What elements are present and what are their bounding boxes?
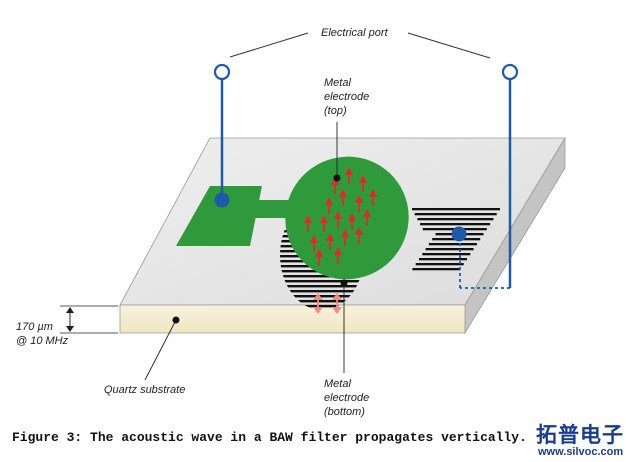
pink-arrow-right <box>332 293 342 314</box>
bottom-electrode-leader-dot <box>340 279 348 287</box>
bottom-electrode-label-line2: electrode <box>324 392 369 404</box>
red-wave-arrow <box>310 235 318 252</box>
bottom-electrode-stripe <box>280 275 364 278</box>
right-electrode-stripe <box>425 248 474 251</box>
right-electrode-stripe <box>428 243 477 246</box>
top-electrode-label-line3: (top) <box>324 105 347 117</box>
right-electrode-stripe <box>412 208 500 211</box>
right-electrode-stripe <box>422 253 471 256</box>
left-port-terminal[interactable] <box>213 63 231 81</box>
substrate-label: Quartz substrate <box>104 384 185 396</box>
top-electrode-disc <box>285 156 409 280</box>
right-electrode-stripe <box>420 223 491 226</box>
bottom-electrode-label-line1: Metal <box>324 378 351 390</box>
watermark-logo-text: 拓普电子 <box>536 423 624 447</box>
red-wave-arrow <box>341 229 349 246</box>
thickness-dimension <box>60 305 118 334</box>
red-wave-arrow <box>331 177 339 194</box>
thickness-label-line1: 170 µm <box>16 321 53 333</box>
port-leader-right <box>407 32 491 59</box>
bottom-electrode-stripe <box>280 300 364 303</box>
bottom-electrode-stripe <box>280 290 364 293</box>
right-electrode-stripe <box>412 268 461 271</box>
right-electrode-stripe <box>415 263 464 266</box>
label-leaders <box>144 122 348 381</box>
red-wave-arrow <box>304 215 312 232</box>
electrical-port-label: Electrical port <box>321 27 389 39</box>
right-electrode-stripe <box>417 218 494 221</box>
red-wave-arrow <box>320 215 328 232</box>
right-electrode-stripe <box>414 213 497 216</box>
left-contact-dot <box>214 192 230 208</box>
bottom-electrode-stripe <box>280 285 364 288</box>
bottom-electrode-stripe <box>280 280 364 283</box>
top-electrode <box>176 156 409 280</box>
watermark-url: www.silvoc.com <box>538 446 624 458</box>
red-wave-arrow <box>355 195 363 212</box>
red-wave-arrow <box>363 209 371 226</box>
right-port-terminal[interactable] <box>501 63 519 81</box>
red-wave-arrow <box>325 197 333 214</box>
red-wave-arrow <box>315 249 323 266</box>
red-wave-arrow <box>334 211 342 228</box>
figure-caption: Figure 3: The acoustic wave in a BAW fil… <box>12 430 527 445</box>
top-electrode-pad <box>176 186 262 246</box>
acoustic-wave-arrows <box>304 167 377 266</box>
red-wave-arrow <box>345 167 353 184</box>
red-wave-arrow <box>369 189 377 206</box>
red-wave-arrow <box>359 175 367 192</box>
red-wave-arrow <box>334 247 342 264</box>
red-wave-arrow <box>355 227 363 244</box>
right-electrode-stripe <box>419 258 467 261</box>
substrate-front-face <box>119 304 466 334</box>
bottom-electrode-stripe <box>280 295 364 298</box>
pink-arrow-left <box>313 293 323 314</box>
substrate-leader-dot <box>172 316 180 324</box>
red-wave-arrow <box>339 189 347 206</box>
top-electrode-label-line1: Metal <box>324 77 351 89</box>
electrical-port-wiring <box>213 32 519 289</box>
bottom-electrode-stripe <box>280 305 364 308</box>
port-leader-left <box>229 32 309 58</box>
red-wave-arrow <box>348 213 356 230</box>
bottom-electrode-label-line3: (bottom) <box>324 406 365 418</box>
top-electrode-leader-dot <box>333 174 341 182</box>
top-electrode-label-line2: electrode <box>324 91 369 103</box>
right-contact-dot <box>451 226 467 242</box>
bottom-wave-arrows <box>313 293 342 314</box>
substrate-leader <box>144 319 177 381</box>
red-wave-arrow <box>326 233 334 250</box>
thickness-label-line2: @ 10 MHz <box>16 335 69 347</box>
